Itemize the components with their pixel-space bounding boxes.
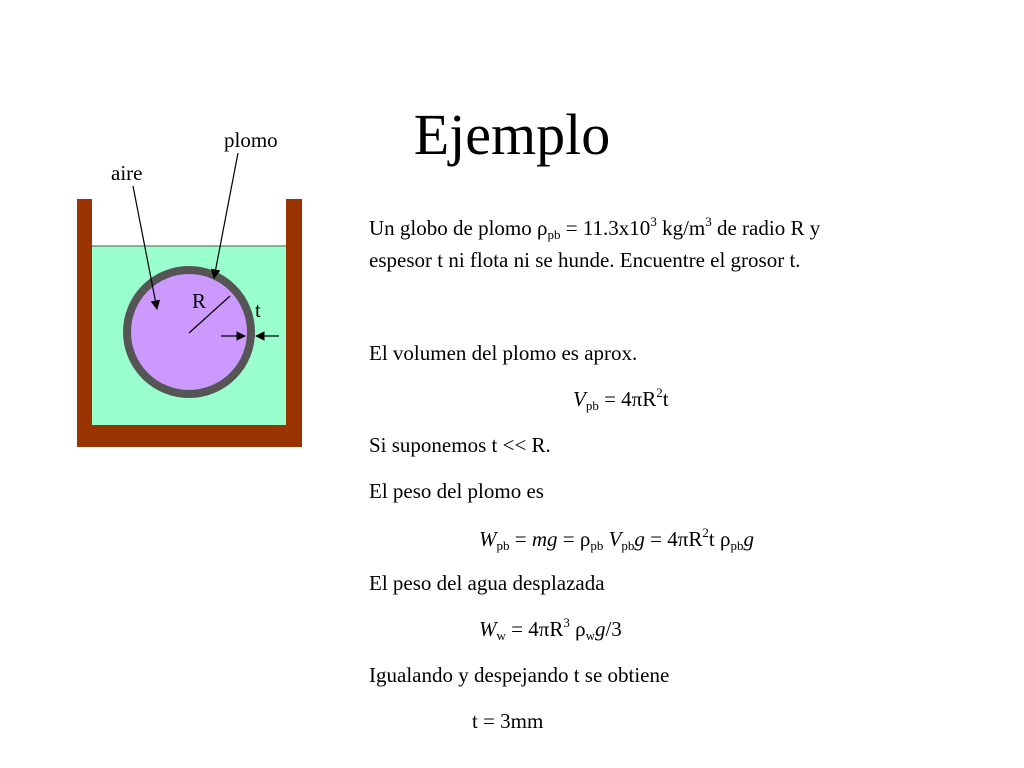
- label-plomo: plomo: [224, 128, 278, 152]
- slide-title: Ejemplo: [413, 102, 611, 167]
- equating-text: Igualando y despejando t se obtiene: [369, 663, 670, 687]
- container-left-wall: [77, 199, 92, 447]
- container-right-wall: [286, 199, 302, 447]
- label-thickness: t: [255, 298, 261, 322]
- lead-shell: [123, 266, 255, 398]
- lead-weight-text: El peso del plomo es: [369, 479, 544, 503]
- arrow-aire: [132, 185, 161, 310]
- problem-line-1: Un globo de plomo ρpb = 11.3x103 kg/m3 d…: [369, 214, 821, 242]
- arrow-plomo: [210, 152, 239, 279]
- water-weight-equation: Ww = 4πR3 ρwg/3: [479, 615, 622, 643]
- result-equation: t = 3mm: [472, 709, 544, 733]
- volume-text: El volumen del plomo es aprox.: [369, 341, 638, 365]
- water-weight-text: El peso del agua desplazada: [369, 571, 605, 595]
- lead-weight-equation: Wpb = mg = ρpb Vpbg = 4πR2t ρpbg: [479, 525, 754, 553]
- label-radius: R: [192, 289, 206, 313]
- assumption-text: Si suponemos t << R.: [369, 433, 551, 457]
- volume-equation: Vpb = 4πR2t: [573, 385, 669, 413]
- container-bottom: [77, 425, 302, 447]
- problem-line-2: espesor t ni flota ni se hunde. Encuentr…: [369, 248, 801, 272]
- label-aire: aire: [111, 161, 142, 185]
- radius-line: [188, 295, 231, 334]
